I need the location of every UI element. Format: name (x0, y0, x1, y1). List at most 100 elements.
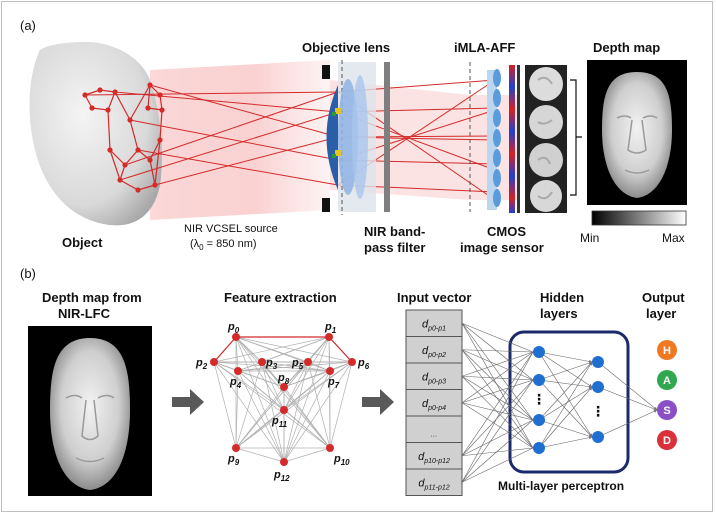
mlp-edge (461, 349, 534, 421)
mlp-edge (461, 402, 534, 421)
output-node-a (657, 370, 677, 390)
neuron-ellipsis: ⋮ (532, 391, 546, 407)
input-cell (405, 415, 463, 443)
aperture-bottom (322, 198, 330, 212)
mesh-edge (137, 184, 156, 191)
cmos-label-2: image sensor (460, 240, 544, 255)
feature-edge (235, 447, 285, 463)
mesh-edge (149, 139, 161, 161)
feature-point-label: p11 (271, 415, 288, 429)
feature-edge (283, 336, 330, 411)
subimage-texture (537, 76, 553, 200)
lens-element-3 (352, 75, 368, 199)
feature-point-label: p3 (265, 357, 278, 371)
panel-b-tag: (b) (20, 266, 36, 281)
mlp-label: Multi-layer perceptron (498, 479, 624, 493)
mlp-edge (538, 386, 593, 421)
feature-edge (235, 361, 263, 449)
face-landmark-dot (82, 92, 88, 98)
face-landmark-dot (145, 105, 151, 111)
mlp-edge (461, 376, 534, 449)
feature-point-1 (325, 333, 333, 341)
feature-edge (261, 361, 285, 411)
face-landmark-dot (135, 147, 141, 153)
feature-edge (261, 361, 331, 449)
input-cell (405, 336, 463, 364)
feature-point-12 (280, 458, 288, 466)
input-vector: dp0-p1dp0-p2dp0-p3dp0-p4…dp10-p12dp11-p1… (405, 309, 463, 496)
feature-point-label: p9 (227, 453, 240, 467)
feature-edge-highlight (328, 336, 353, 363)
feature-point-5 (304, 358, 312, 366)
feature-point-label: p7 (327, 376, 340, 390)
vcsel-2-led (332, 154, 336, 158)
output-title-1: Output (642, 290, 685, 305)
input-cell (405, 442, 463, 470)
feature-point-8 (280, 383, 288, 391)
feature-edge (235, 336, 331, 449)
aperture-top (322, 65, 330, 79)
feature-point-0 (232, 333, 240, 341)
face-landmark-dot (157, 137, 163, 143)
mlp-edge (461, 323, 534, 421)
feature-edge (237, 361, 353, 372)
mesh-edge (114, 91, 131, 121)
feature-point-11 (280, 406, 288, 414)
subimage-3 (529, 143, 563, 177)
object-face (29, 41, 162, 226)
mesh-edge (119, 179, 139, 191)
microlens-array (487, 70, 497, 210)
mlp-edge (538, 351, 593, 438)
output-node-label: A (663, 375, 671, 387)
mlp-edge (538, 351, 593, 364)
mesh-edge (129, 119, 139, 151)
mlp-edge (597, 409, 658, 438)
feature-point-label: p0 (227, 321, 240, 335)
mlp-edge (461, 402, 534, 449)
feature-point-4 (234, 367, 242, 375)
microlens (493, 169, 501, 187)
mlp-edge (461, 323, 534, 381)
face-landmark-dot (127, 117, 133, 123)
nir-light-beam (150, 60, 330, 220)
imla-label: iMLA-AFF (454, 40, 515, 55)
microlens (493, 89, 501, 107)
mlp-edge (538, 351, 593, 388)
feature-point-label: p8 (277, 372, 290, 386)
mesh-edge (137, 149, 151, 161)
feature-edge (283, 447, 331, 463)
feature-edge (283, 361, 309, 388)
mlp-edge (538, 361, 593, 421)
ray (154, 136, 339, 186)
feature-point-2 (210, 358, 218, 366)
vcsel-1-led (332, 112, 336, 116)
mlp-edge (461, 349, 534, 449)
mesh-edge (91, 107, 109, 111)
depth-title-1: Depth map from (42, 290, 142, 305)
depth-colorbar (591, 210, 687, 226)
feature-edge (283, 361, 309, 411)
light-rays (84, 79, 496, 201)
input-cell-label: dp0-p4 (422, 398, 446, 412)
hidden-neuron-1 (533, 442, 545, 454)
face-landmark-dot (105, 107, 111, 113)
ray (149, 84, 339, 138)
mlp-edge (461, 322, 534, 353)
subimage-4 (530, 180, 562, 212)
feature-edge (213, 361, 285, 463)
feature-edge (235, 361, 309, 449)
mesh-edge (149, 159, 156, 186)
feature-edge (261, 361, 285, 463)
mlp-edge (597, 361, 658, 411)
feature-point-10 (326, 444, 334, 452)
source-label-2: (λ0 = 850 nm) (190, 238, 257, 252)
depth-map-a-features (616, 115, 658, 174)
ray (129, 119, 339, 161)
input-cell (405, 389, 463, 417)
microlens (493, 109, 501, 127)
microlens-bumps (493, 69, 501, 207)
feature-point-label: p5 (291, 357, 304, 371)
subimage-1 (529, 67, 563, 101)
ray (84, 91, 339, 96)
